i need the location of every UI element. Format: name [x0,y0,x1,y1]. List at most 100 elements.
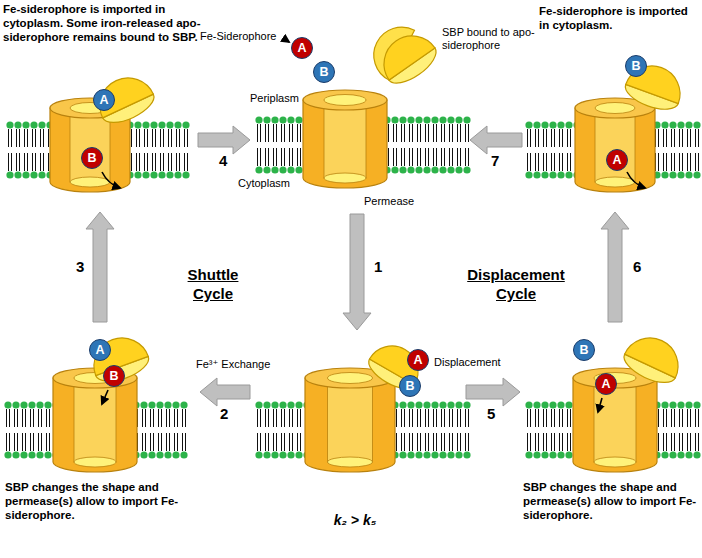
lipid-tail [425,124,426,142]
lipid-head [6,121,13,128]
lipid-head [166,121,173,128]
lipid-head [287,166,294,173]
lipid-head [174,121,181,128]
lipid-tail [145,409,146,427]
lipid-head [6,171,13,178]
apo-siderophore-ball: B [625,55,647,77]
step-note: SBP changes the shape and permease(s) al… [523,480,699,522]
lipid-tail [460,148,461,166]
lipid-head [685,401,692,408]
lipid-head [557,121,564,128]
lipid-head [549,121,556,128]
lipid-tail [449,433,450,451]
lipid-head [295,166,302,173]
lipid-head [14,121,21,128]
lipid-tail [674,433,675,451]
lipid-head [295,116,302,123]
ball-letter: B [579,344,588,357]
lipid-tail [396,409,397,427]
lipid-tail [19,129,20,147]
lipid-tail [300,148,301,166]
lipid-tail [25,409,26,427]
lipid-head [423,451,430,458]
lipid-tail [428,124,429,142]
lipid-head [525,401,532,408]
permease-channel [595,108,635,182]
permease-bottom-pore [74,457,116,467]
lipid-tail [182,433,183,451]
lipid-tail [546,129,547,147]
lipid-tail [168,153,169,171]
lipid-tail [153,433,154,451]
lipid-head [22,171,29,178]
apo-siderophore-ball: B [313,61,335,83]
lipid-tail [428,148,429,166]
lipid-tail [428,409,429,427]
lipid-tail [412,433,413,451]
lipid-head [399,451,406,458]
lipid-tail [265,148,266,166]
process-arrow [86,212,114,322]
lipid-tail [153,409,154,427]
lipid-tail [297,124,298,142]
lipid-tail [671,409,672,427]
lipid-tail [177,409,178,427]
ball-letter: A [99,94,108,107]
lipid-tail [292,433,293,451]
lipid-tail [452,409,453,427]
lipid-tail [292,409,293,427]
lipid-head [399,401,406,408]
fe-siderophore-ball: A [407,349,429,371]
lipid-tail [460,124,461,142]
lipid-tail [145,433,146,451]
lipid-head [391,116,398,123]
lipid-head [661,451,668,458]
lipid-tail [554,153,555,171]
lipid-tail [562,433,563,451]
lipid-tail [174,433,175,451]
lipid-head [263,401,270,408]
lipid-tail [460,409,461,427]
lipid-head [431,116,438,123]
lipid-head [172,401,179,408]
lipid-tail [570,153,571,171]
lipid-head [525,451,532,458]
lipid-head [685,121,692,128]
step-number: 4 [219,152,227,170]
lipid-tail [300,409,301,427]
lipid-tail [273,409,274,427]
lipid-tail [409,433,410,451]
lipid-tail [48,153,49,171]
lipid-head [295,451,302,458]
lipid-tail [17,433,18,451]
process-arrow [343,214,371,330]
lipid-tail [468,433,469,451]
lipid-head [30,121,37,128]
lipid-tail [551,153,552,171]
lipid-tail [38,409,39,427]
lipid-head [271,451,278,458]
lipid-tail [412,148,413,166]
lipid-head [541,451,548,458]
lipid-tail [17,409,18,427]
lipid-tail [546,153,547,171]
lipid-tail [695,409,696,427]
lipid-head [4,451,11,458]
lipid-head [685,171,692,178]
lipid-head [415,116,422,123]
lipid-tail [9,409,10,427]
lipid-tail [300,433,301,451]
lipid-tail [404,433,405,451]
lipid-tail [292,148,293,166]
lipid-tail [281,409,282,427]
lipid-tail [176,129,177,147]
lipid-tail [260,148,261,166]
step-number: 5 [487,405,495,423]
lipid-tail [457,409,458,427]
lipid-tail [22,409,23,427]
cycle-title: Shuttle Cycle [168,266,258,304]
lipid-head [148,451,155,458]
lipid-tail [530,409,531,427]
lipid-head [287,451,294,458]
lipid-tail [527,153,528,171]
